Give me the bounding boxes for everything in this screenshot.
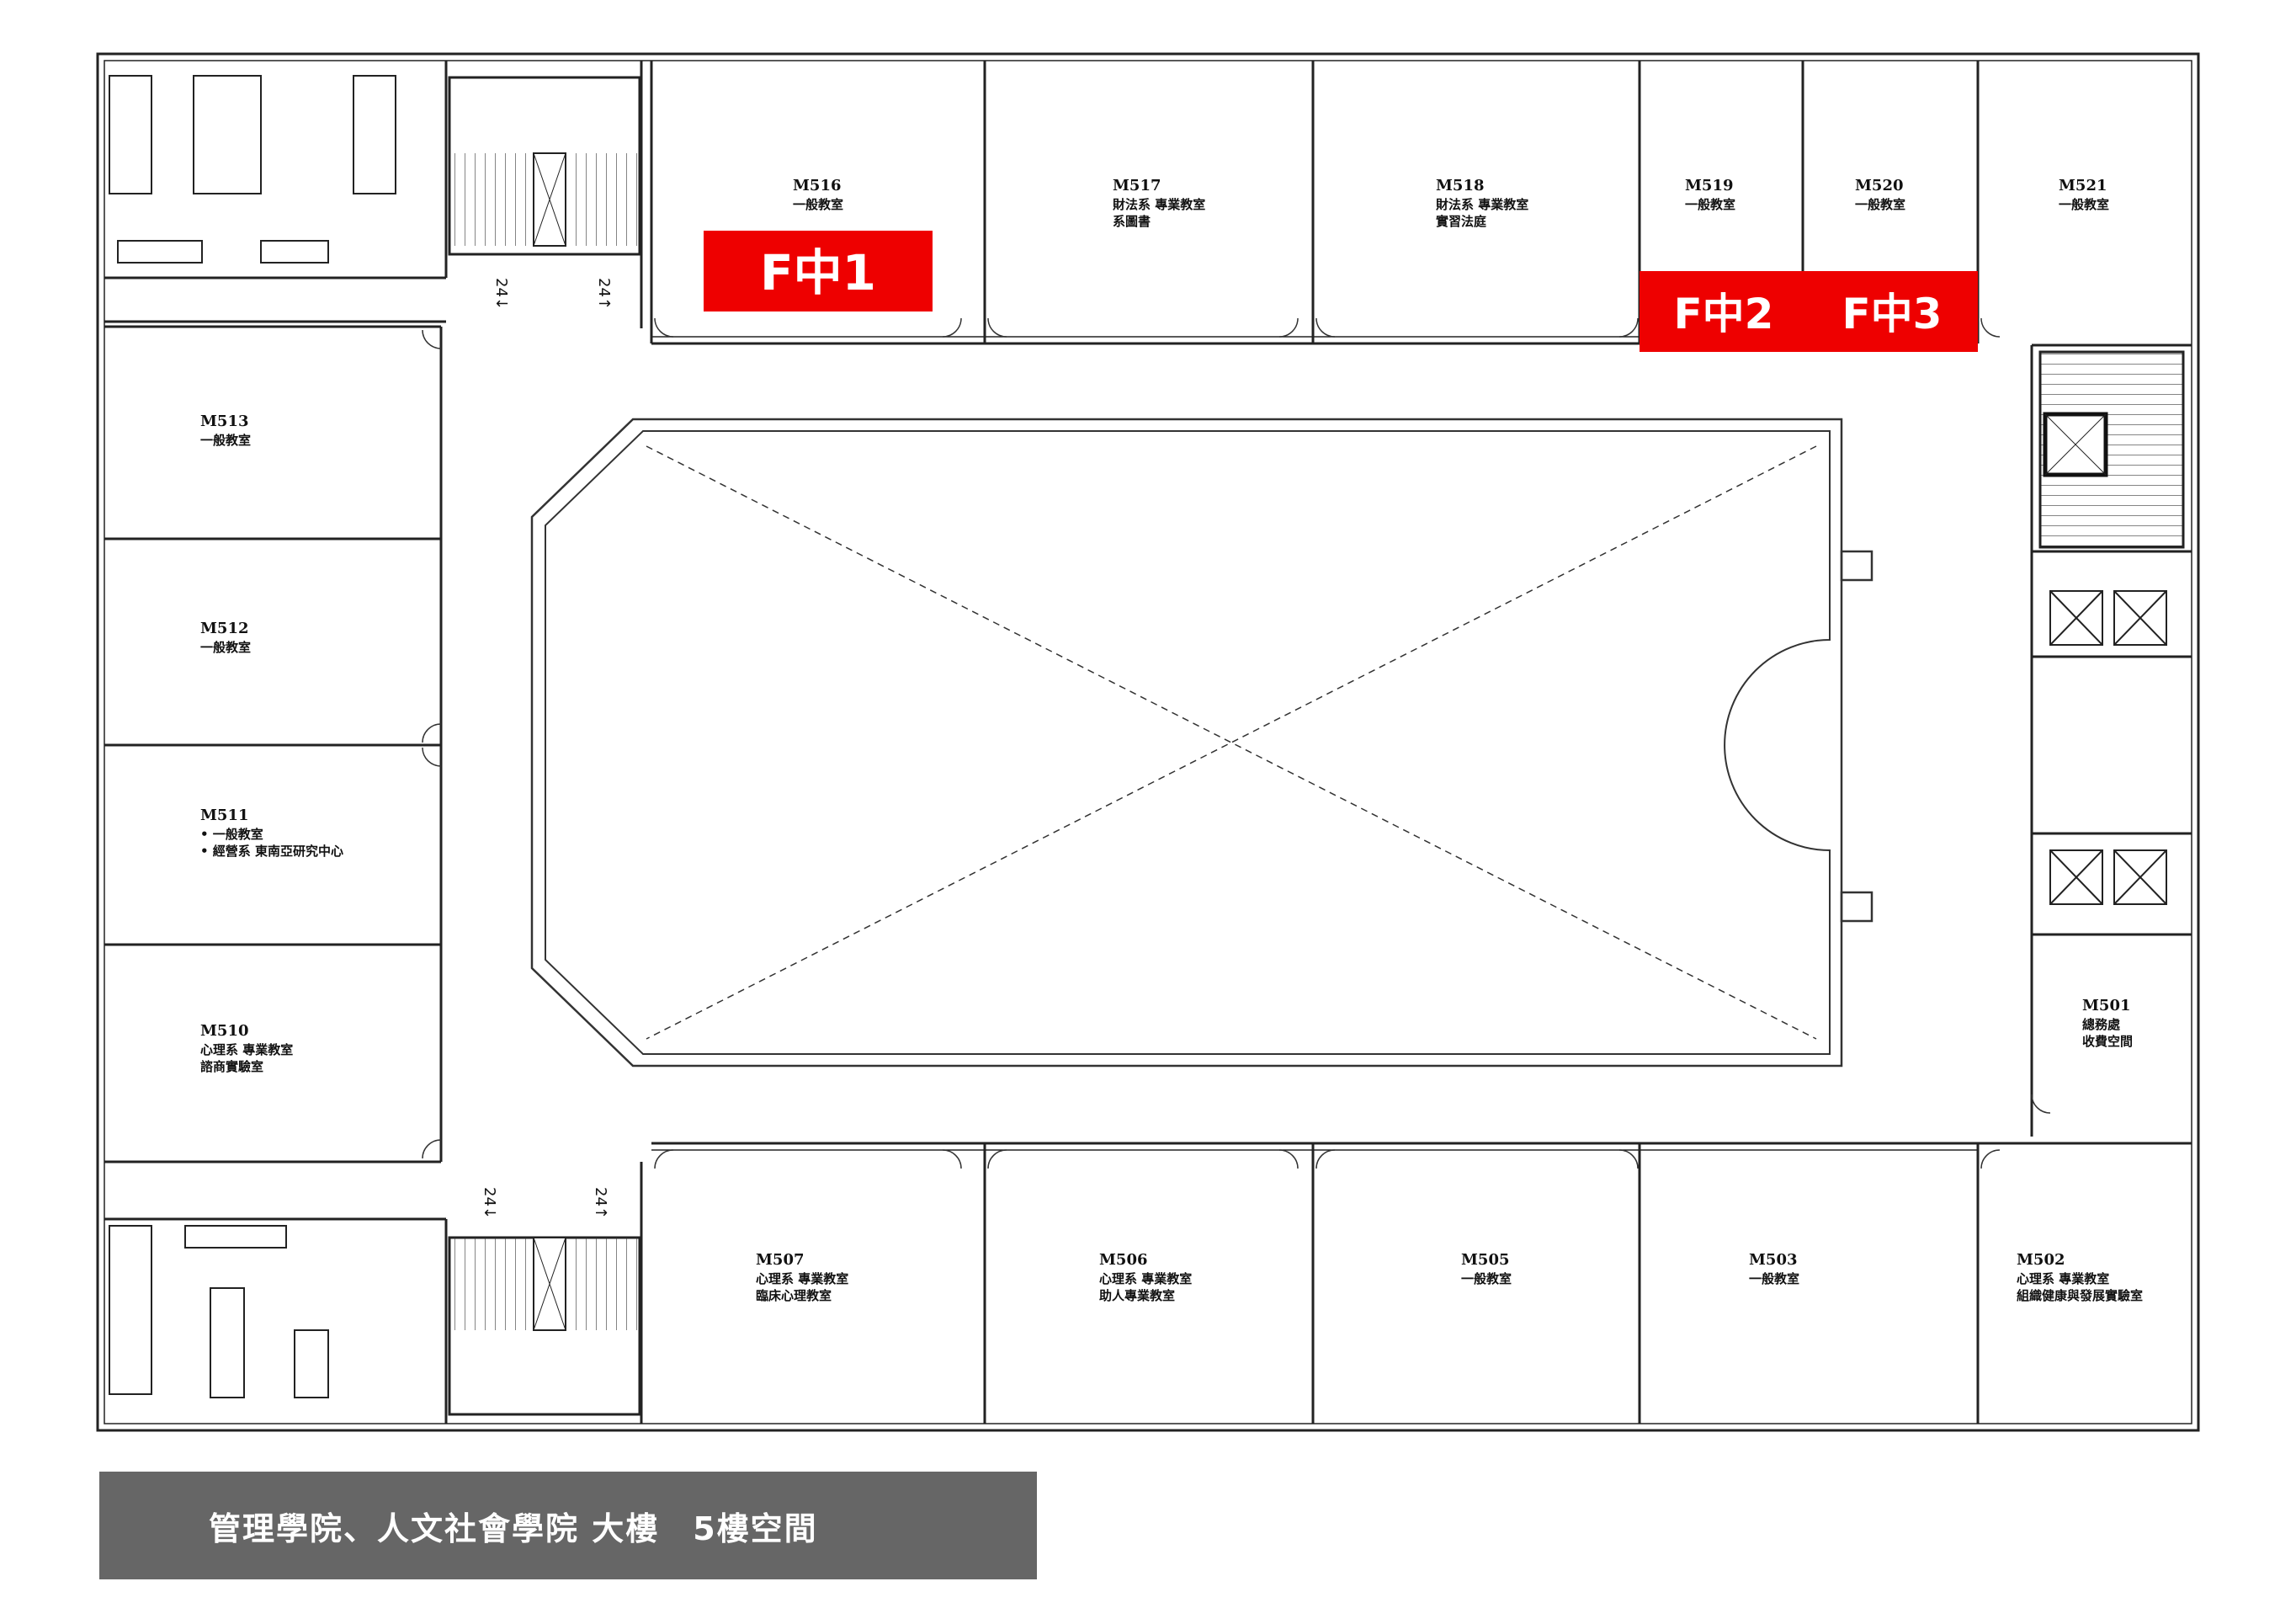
- room-m519: M519 一般教室: [1685, 177, 1735, 212]
- room-m501: M501 總務處 收費空間: [2082, 997, 2133, 1049]
- room-m521: M521 一般教室: [2059, 177, 2109, 212]
- room-m506: M506 心理系 專業教室 助人專業教室: [1099, 1251, 1192, 1303]
- building-walls: [96, 52, 2200, 1432]
- room-code: M505: [1461, 1251, 1510, 1269]
- room-code: M520: [1855, 177, 1904, 194]
- room-code: M506: [1099, 1251, 1148, 1269]
- room-code: M512: [200, 620, 249, 637]
- marker-label: F中3: [1842, 290, 1943, 338]
- room-code: M519: [1685, 177, 1734, 194]
- room-code: M503: [1749, 1251, 1798, 1269]
- elevators: [2049, 590, 2167, 905]
- stair-label: 24↑: [592, 1187, 609, 1219]
- room-desc: 一般教室: [1461, 1271, 1512, 1286]
- room-desc: 心理系 專業教室: [200, 1042, 293, 1057]
- room-desc: 組織健康與發展實驗室: [2017, 1288, 2143, 1303]
- room-desc: 一般教室: [200, 433, 251, 448]
- room-desc: 一般教室: [1749, 1271, 1799, 1286]
- room-desc: 一般教室: [2059, 197, 2109, 212]
- room-desc: 一般教室: [1855, 197, 1905, 212]
- room-desc: 一般教室: [200, 640, 251, 655]
- room-m507: M507 心理系 專業教室 臨床心理教室: [756, 1251, 848, 1303]
- room-desc: 心理系 專業教室: [2017, 1271, 2109, 1286]
- room-code: M516: [793, 177, 842, 194]
- marker-label: F中2: [1674, 290, 1774, 338]
- room-m511: M511 • 一般教室 • 經營系 東南亞研究中心: [200, 807, 343, 859]
- room-desc: 心理系 專業教室: [1099, 1271, 1192, 1286]
- marker-f2: F中2: [1640, 271, 1810, 352]
- room-m520: M520 一般教室: [1855, 177, 1905, 212]
- room-m518: M518 財法系 專業教室 實習法庭: [1435, 177, 1528, 229]
- room-desc: 系圖書: [1113, 214, 1151, 229]
- room-desc: 總務處: [2082, 1017, 2121, 1032]
- room-m512: M512 一般教室: [200, 620, 251, 655]
- marker-f3: F中3: [1806, 271, 1978, 352]
- room-m513: M513 一般教室: [200, 413, 251, 448]
- room-m510: M510 心理系 專業教室 諮商實驗室: [200, 1022, 293, 1074]
- room-code: M518: [1436, 177, 1485, 194]
- room-code: M521: [2059, 177, 2107, 194]
- room-m503: M503 一般教室: [1749, 1251, 1799, 1286]
- stair-label: 24↓: [492, 278, 510, 310]
- room-m517: M517 財法系 專業教室 系圖書: [1112, 177, 1205, 229]
- room-desc: 助人專業教室: [1099, 1288, 1175, 1303]
- room-desc: • 經營系 東南亞研究中心: [200, 844, 343, 859]
- room-desc: 心理系 專業教室: [756, 1271, 848, 1286]
- room-desc: 一般教室: [793, 197, 843, 212]
- marker-label: F中1: [760, 244, 876, 301]
- room-desc: 臨床心理教室: [756, 1288, 832, 1303]
- room-labels: M516 一般教室 M517 財法系 專業教室 系圖書 M518 財法系 專業教…: [200, 177, 2143, 1303]
- room-desc: 實習法庭: [1436, 214, 1487, 229]
- room-m502: M502 心理系 專業教室 組織健康與發展實驗室: [2017, 1251, 2143, 1303]
- room-m505: M505 一般教室: [1461, 1251, 1512, 1286]
- stair-labels: 24↓ 24↑ 24↓ 24↑: [481, 278, 613, 1219]
- location-markers: F中1 F中2 F中3: [704, 231, 1978, 352]
- room-code: M502: [2017, 1251, 2065, 1269]
- room-code: M513: [200, 413, 249, 430]
- room-code: M507: [756, 1251, 805, 1269]
- stairwells: [448, 76, 2185, 1416]
- room-desc: • 一般教室: [200, 827, 263, 842]
- room-code: M501: [2082, 997, 2131, 1014]
- room-m516: M516 一般教室: [793, 177, 843, 212]
- atrium: [530, 418, 1873, 1068]
- floor-caption: 管理學院、人文社會學院 大樓 5樓空間: [209, 1510, 818, 1547]
- room-desc: 諮商實驗室: [200, 1059, 263, 1074]
- room-code: M517: [1113, 177, 1161, 194]
- stair-label: 24↑: [595, 278, 613, 310]
- room-desc: 財法系 專業教室: [1435, 197, 1528, 212]
- restroom-fixtures: [109, 75, 396, 1398]
- room-code: M511: [200, 807, 249, 824]
- room-desc: 收費空間: [2082, 1034, 2133, 1049]
- room-code: M510: [200, 1022, 249, 1040]
- marker-f1: F中1: [704, 231, 933, 311]
- room-desc: 一般教室: [1685, 197, 1735, 212]
- stair-label: 24↓: [481, 1187, 498, 1219]
- caption-bar: 管理學院、人文社會學院 大樓 5樓空間: [99, 1472, 1037, 1579]
- doors: [422, 317, 2051, 1169]
- room-desc: 財法系 專業教室: [1112, 197, 1205, 212]
